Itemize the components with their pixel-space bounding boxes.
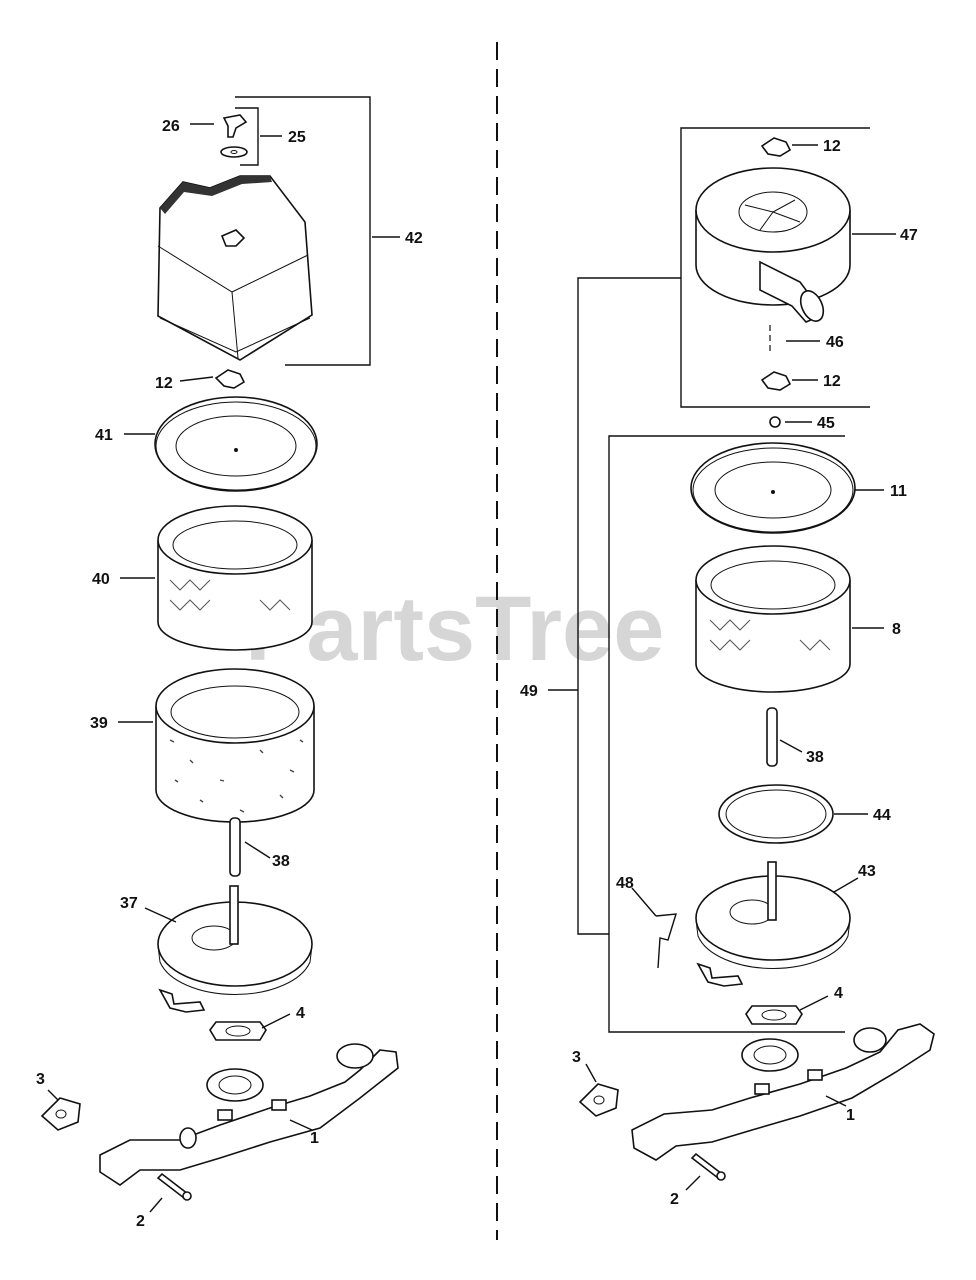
part-37-base <box>157 885 313 1013</box>
callout-38-right: 38 <box>806 749 824 766</box>
part-45-nut <box>769 416 781 428</box>
callout-2-right: 2 <box>670 1191 679 1208</box>
part-39-precleaner <box>155 668 315 823</box>
part-40-filter <box>157 505 313 651</box>
callout-3-right: 3 <box>572 1049 581 1066</box>
callout-2-left: 2 <box>136 1213 145 1230</box>
bracket-25 <box>235 107 259 166</box>
bracket-49 <box>577 277 681 935</box>
part-1-manifold-right <box>631 1023 935 1161</box>
callout-46: 46 <box>826 334 844 351</box>
callout-39: 39 <box>90 715 108 732</box>
callout-43: 43 <box>858 863 876 880</box>
callout-38-left: 38 <box>272 853 290 870</box>
part-41-lid <box>154 396 318 492</box>
callout-1-right: 1 <box>846 1107 855 1124</box>
part-3-gasket-right <box>578 1083 619 1117</box>
part-38-tube-right <box>766 707 778 767</box>
part-4-gasket-left <box>209 1021 267 1041</box>
part-4-gasket-right <box>745 1005 803 1025</box>
part-12-wingnut-top <box>760 137 792 157</box>
callout-25: 25 <box>288 129 306 146</box>
part-47-cover <box>695 167 851 323</box>
part-42-cover <box>157 175 313 361</box>
part-44-ring <box>718 784 834 844</box>
part-38-tube-left <box>229 817 241 877</box>
bracket-42 <box>235 96 371 366</box>
part-26-wingnut <box>222 114 248 138</box>
bracket-top-box <box>680 127 870 408</box>
callout-47: 47 <box>900 227 918 244</box>
callout-26: 26 <box>162 118 180 135</box>
callout-42: 42 <box>405 230 423 247</box>
callout-3-left: 3 <box>36 1071 45 1088</box>
callout-45: 45 <box>817 415 835 432</box>
callout-12-left: 12 <box>155 375 173 392</box>
callout-49: 49 <box>520 683 538 700</box>
bracket-49-box <box>608 435 845 1033</box>
callout-1-left: 1 <box>310 1130 319 1147</box>
callout-41: 41 <box>95 427 113 444</box>
left-assembly: 26 25 42 12 41 40 39 38 37 4 3 1 2 <box>36 96 423 1230</box>
callout-12-top: 12 <box>823 138 841 155</box>
watermark: PartsTree <box>245 578 664 680</box>
part-8-filter <box>695 545 851 693</box>
part-25-washer <box>220 146 248 158</box>
callout-37: 37 <box>120 895 138 912</box>
part-12-wingnut-lower <box>760 371 792 391</box>
part-1-manifold-left <box>99 1043 399 1186</box>
part-11-lid <box>690 442 856 534</box>
callout-4-right: 4 <box>834 985 843 1002</box>
part-3-gasket-left <box>40 1097 81 1131</box>
callout-44: 44 <box>873 807 891 824</box>
part-43-base <box>695 861 851 987</box>
callout-48: 48 <box>616 875 634 892</box>
part-48-clip <box>655 913 677 969</box>
part-12-wingnut-left <box>214 369 246 389</box>
callout-11: 11 <box>890 483 907 500</box>
callout-40: 40 <box>92 571 110 588</box>
right-assembly: 12 47 46 12 45 11 8 49 38 44 48 43 4 3 1… <box>520 127 935 1208</box>
callout-4-left: 4 <box>296 1005 305 1022</box>
callout-12-lower: 12 <box>823 373 841 390</box>
callout-8: 8 <box>892 621 901 638</box>
